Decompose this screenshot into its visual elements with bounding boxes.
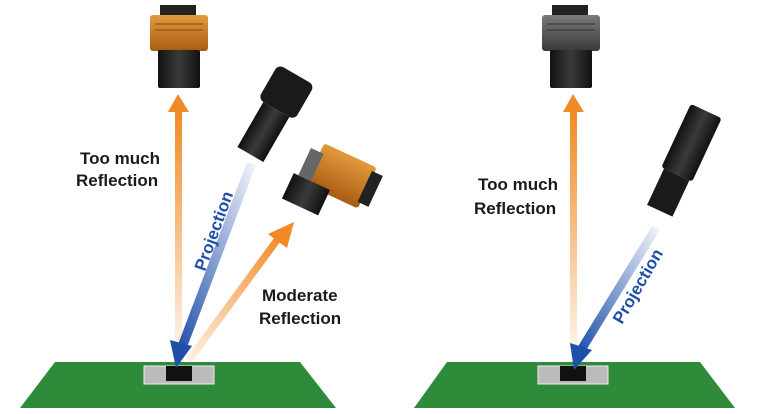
too-much-reflection-arrow	[563, 94, 584, 360]
camera-top-gray	[542, 5, 600, 88]
projection-arrow	[170, 162, 256, 368]
too-much-label: Too much	[80, 149, 160, 168]
moderate-reflection-arrow	[186, 222, 294, 362]
camera-top-orange	[150, 5, 208, 88]
left-panel: Too much Reflection Projection Moderate …	[20, 5, 383, 408]
reflection-label: Reflection	[76, 171, 158, 190]
too-much-reflection-arrow	[168, 94, 189, 360]
reflection-label: Reflection	[474, 199, 556, 218]
projection-arrow	[570, 226, 660, 370]
right-panel: Too much Reflection Projection	[414, 5, 735, 408]
projector	[647, 104, 721, 217]
pcb-board	[20, 362, 336, 408]
moderate-label: Moderate	[262, 286, 338, 305]
moderate-reflection-label: Reflection	[259, 309, 341, 328]
chip	[143, 365, 215, 385]
too-much-label: Too much	[478, 175, 558, 194]
projector	[237, 66, 313, 162]
pcb-board	[414, 362, 735, 408]
chip	[537, 365, 609, 385]
camera-angled-orange	[281, 144, 383, 216]
